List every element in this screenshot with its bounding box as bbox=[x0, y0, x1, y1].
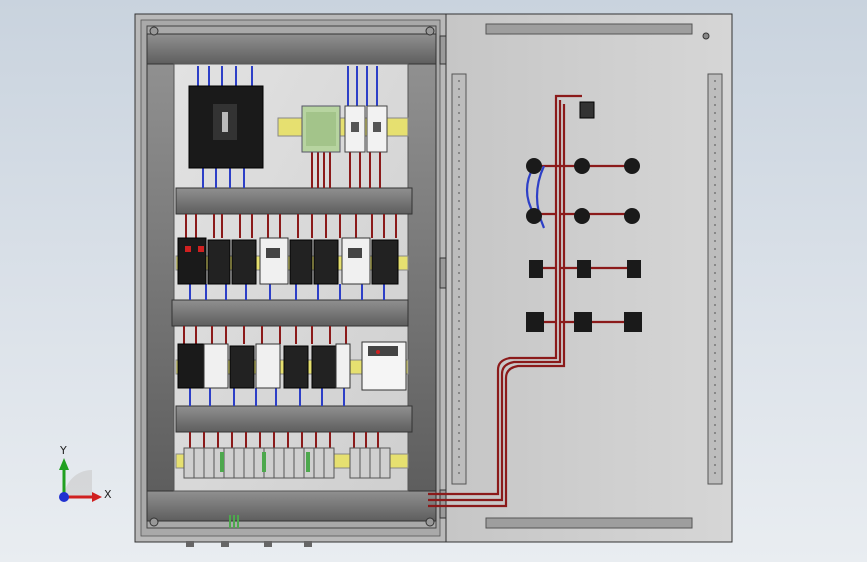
contactor-row-1 bbox=[177, 237, 399, 285]
axis-triad bbox=[59, 458, 102, 502]
cabinet-wiring bbox=[183, 66, 397, 528]
small-breakers bbox=[344, 105, 388, 153]
main-breaker bbox=[188, 85, 264, 169]
axis-y-label: Y bbox=[60, 444, 67, 457]
contactor-row-2 bbox=[177, 341, 407, 391]
terminal-module bbox=[301, 105, 341, 153]
axis-x-label: X bbox=[104, 488, 112, 501]
terminal-blocks bbox=[183, 447, 391, 479]
door-indicators bbox=[526, 101, 642, 332]
